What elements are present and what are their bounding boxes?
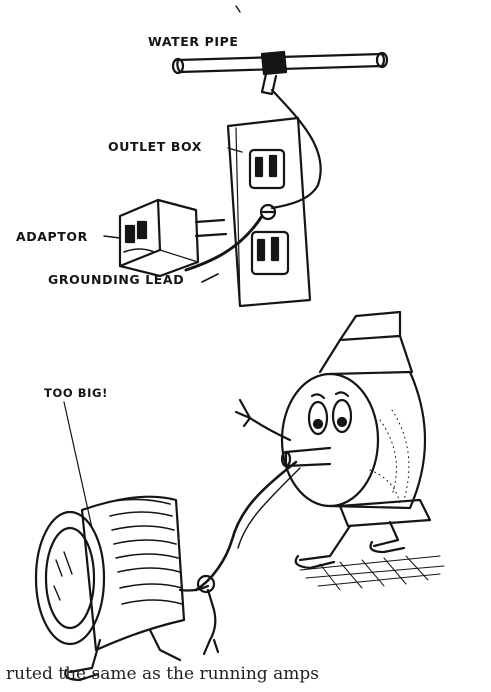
label-outlet-box: OUTLET BOX [108,139,203,154]
outlet-box [226,116,312,308]
label-too-big: TOO BIG! [44,386,108,400]
power-cord [194,460,298,592]
water-pipe [171,51,389,75]
ground-shadow [299,555,445,591]
pipe-clamp [260,50,288,96]
adaptor [118,198,228,278]
label-water-pipe: WATER PIPE [148,34,239,49]
lamp-character [34,495,220,682]
caption-text: ruted the same as the running amps [6,664,319,684]
label-adaptor: ADAPTOR [16,229,88,244]
motor-character [234,310,432,570]
label-grounding-lead: GROUNDING LEAD [48,272,185,287]
grounding-lead-wire [184,214,264,272]
ground-wire [270,88,322,210]
